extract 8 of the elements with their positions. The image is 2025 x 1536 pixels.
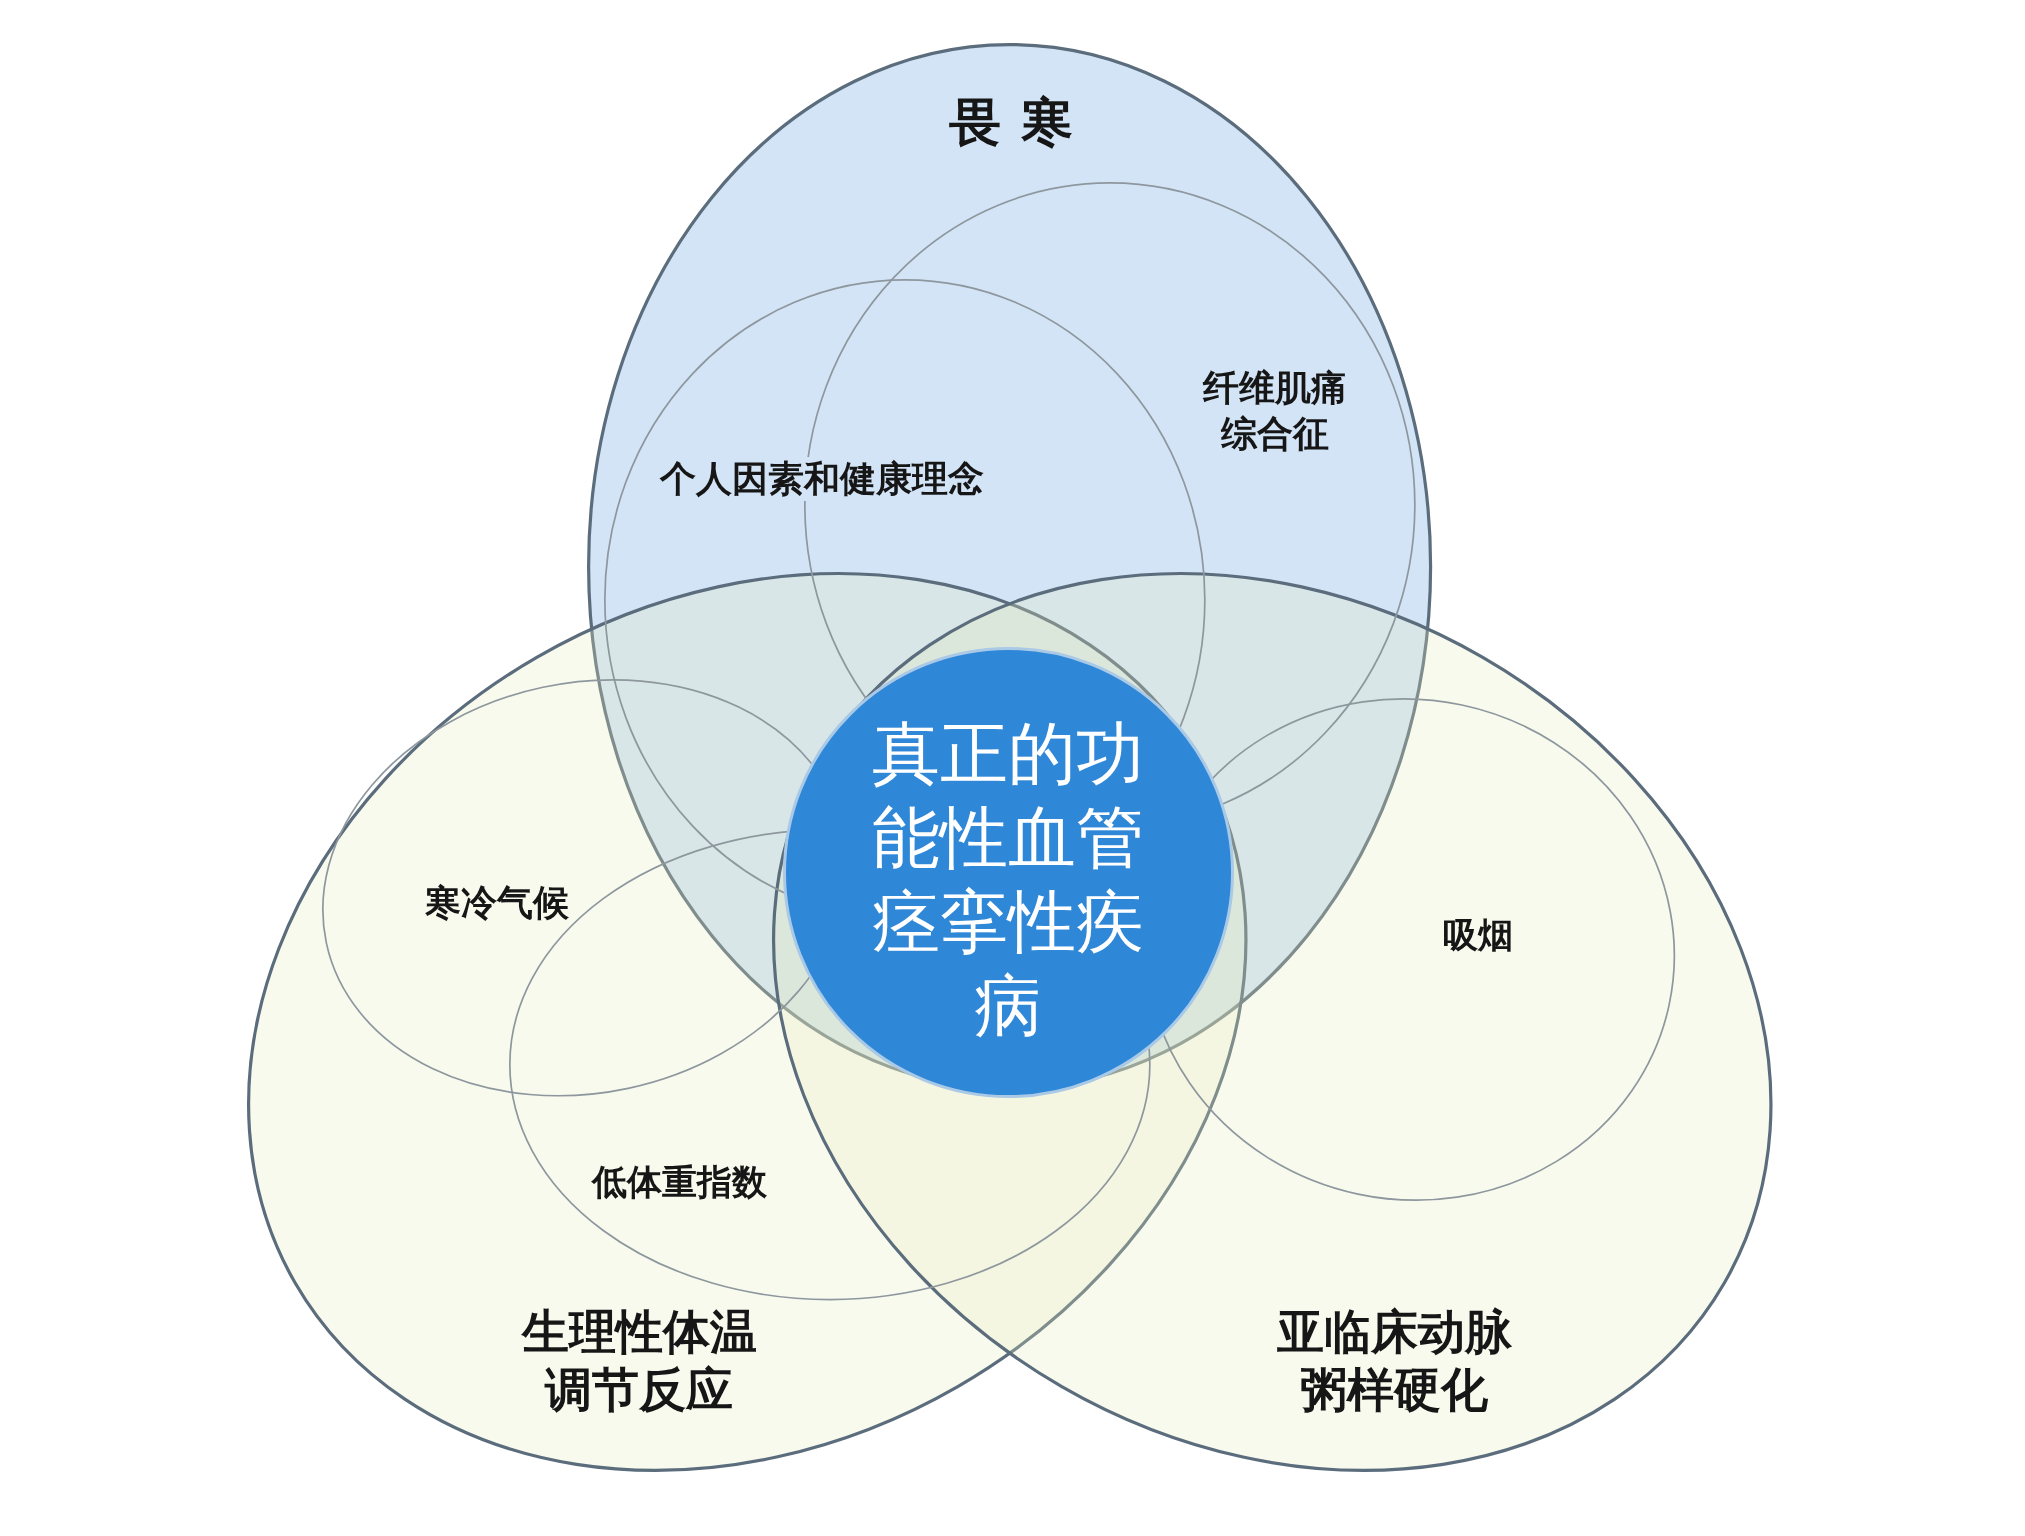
category-heading: 生理性体温调节反应: [520, 1303, 758, 1419]
factor-label: 纤维肌痛综合征: [1201, 366, 1348, 456]
factor-label: 吸烟: [1443, 914, 1513, 957]
factor-label: 低体重指数: [592, 1161, 767, 1204]
category-heading: 畏寒: [949, 92, 1093, 152]
core-label: 真正的功能性血管痉挛性疾病: [871, 713, 1145, 1047]
category-heading: 亚临床动脉粥样硬化: [1276, 1303, 1513, 1419]
factor-label: 寒冷气候: [425, 880, 569, 925]
